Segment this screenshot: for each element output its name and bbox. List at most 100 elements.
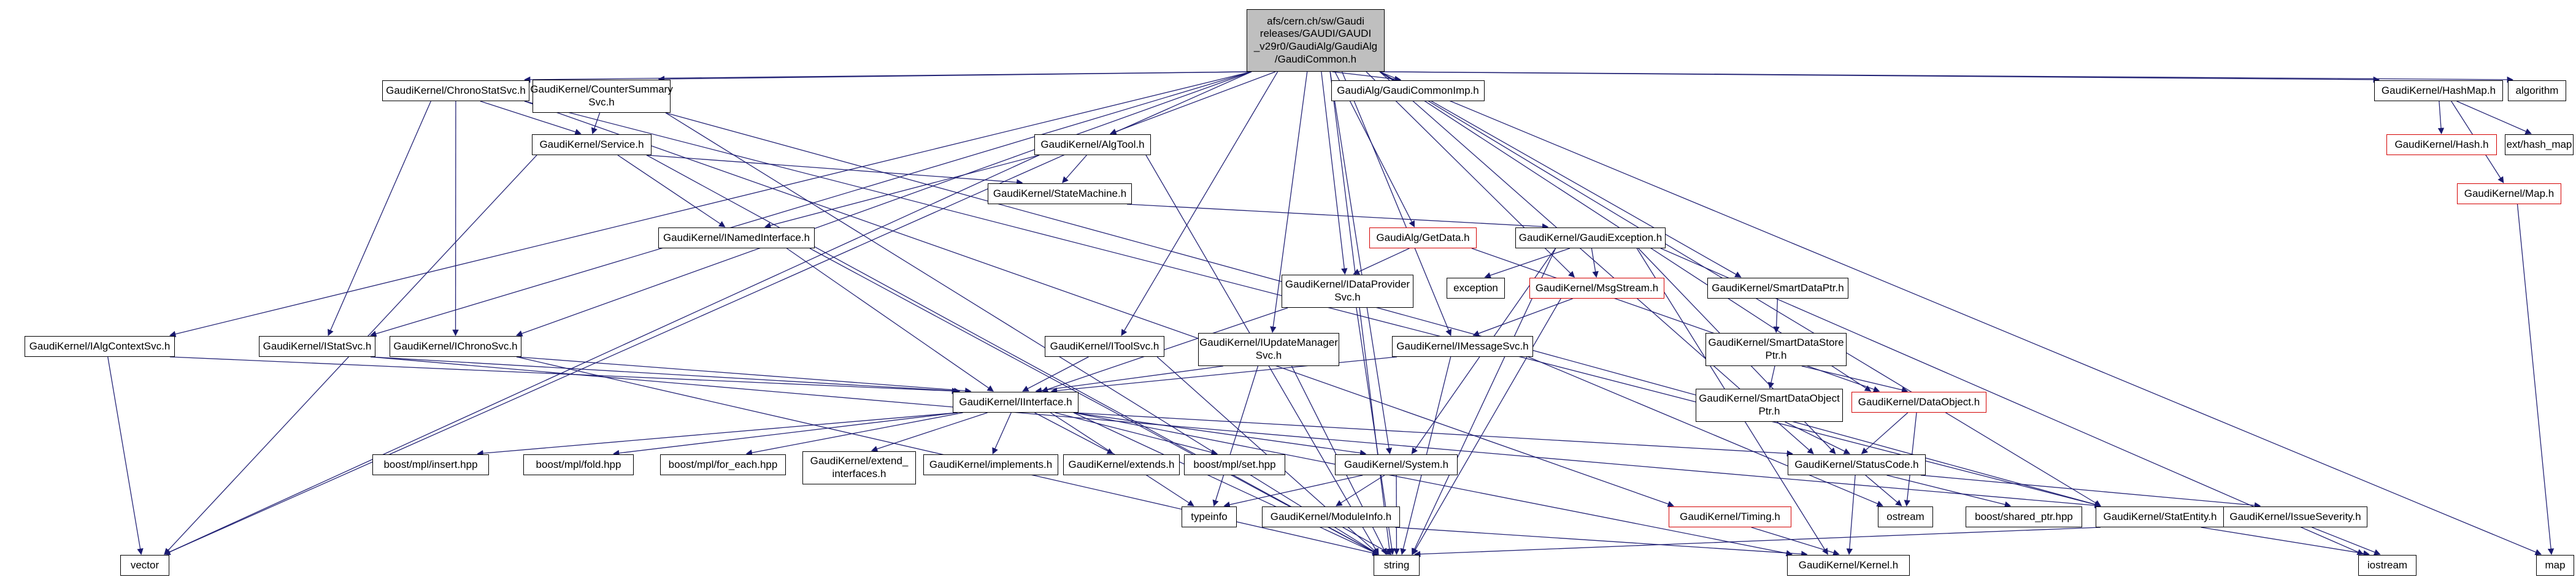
node-statentity[interactable]: GaudiKernel/StatEntity.h [2096,506,2224,527]
node-boost-shared-ptr[interactable]: boost/shared_ptr.hpp [1966,506,2082,527]
node-label: GaudiKernel/IssueSeverity.h [2229,510,2361,522]
node-mpl-fold[interactable]: boost/mpl/fold.hpp [523,454,634,475]
node-label: GaudiKernel/System.h [1344,458,1449,470]
node-label: GaudiKernel/IMessageSvc.h [1396,340,1529,352]
node-label: GaudiKernel/Kernel.h [1798,559,1899,571]
node-moduleinfo[interactable]: GaudiKernel/ModuleInfo.h [1262,506,1400,527]
node-chronostatsvc[interactable]: GaudiKernel/ChronoStatSvc.h [382,80,529,101]
node-countersummarysvc[interactable]: GaudiKernel/CounterSummary Svc.h [530,80,673,113]
node-mpl-insert[interactable]: boost/mpl/insert.hpp [372,454,489,475]
node-label: GaudiKernel/IToolSvc.h [1050,340,1159,352]
node-imessagesvc[interactable]: GaudiKernel/IMessageSvc.h [1392,336,1533,357]
node-iostream[interactable]: iostream [2358,555,2416,576]
node-label: GaudiKernel/ChronoStatSvc.h [386,84,526,96]
node-kernel[interactable]: GaudiKernel/Kernel.h [1787,555,1910,576]
node-label: GaudiKernel/IChronoSvc.h [393,340,518,352]
node-exception[interactable]: exception [1447,278,1505,299]
node-label: map [2545,559,2566,571]
node-label: boost/mpl/fold.hpp [536,458,621,470]
node-mpl-set[interactable]: boost/mpl/set.hpp [1184,454,1285,475]
node-gaudi-map[interactable]: GaudiKernel/Map.h [2457,183,2561,204]
node-label: GaudiKernel/IStatSvc.h [263,340,372,352]
node-label: GaudiAlg/GetData.h [1376,231,1470,243]
node-label: GaudiKernel/SmartDataPtr.h [1712,281,1844,294]
node-smartdataptr[interactable]: GaudiKernel/SmartDataPtr.h [1707,278,1848,299]
node-label: GaudiKernel/IAlgContextSvc.h [29,340,171,352]
node-label: GaudiKernel/AlgTool.h [1040,138,1145,150]
node-string[interactable]: string [1374,555,1420,576]
node-statemachine[interactable]: GaudiKernel/StateMachine.h [988,183,1132,204]
node-algtool[interactable]: GaudiKernel/AlgTool.h [1034,134,1151,155]
node-implements[interactable]: GaudiKernel/implements.h [923,454,1058,475]
node-itoolsvc[interactable]: GaudiKernel/IToolSvc.h [1045,336,1164,357]
node-statuscode[interactable]: GaudiKernel/StatusCode.h [1788,454,1926,475]
node-label: GaudiKernel/StatusCode.h [1794,458,1919,470]
node-label: GaudiKernel/CounterSummary Svc.h [530,83,673,108]
node-ichronosvc[interactable]: GaudiKernel/IChronoSvc.h [390,336,521,357]
node-inamedinterface[interactable]: GaudiKernel/INamedInterface.h [658,227,815,248]
node-label: GaudiKernel/extends.h [1068,458,1175,470]
node-hashmap[interactable]: GaudiKernel/HashMap.h [2374,80,2503,101]
node-label: GaudiKernel/ModuleInfo.h [1270,510,1392,522]
node-label: typeinfo [1191,510,1228,522]
node-label: iostream [2367,559,2408,571]
node-label: boost/mpl/set.hpp [1193,458,1276,470]
node-map[interactable]: map [2536,555,2574,576]
node-iupdatemanagersvc[interactable]: GaudiKernel/IUpdateManager Svc.h [1198,333,1339,366]
node-label: GaudiKernel/Service.h [539,138,644,150]
node-label: GaudiKernel/IInterface.h [959,395,1072,408]
node-label: ostream [1886,510,1924,522]
node-issueseverity[interactable]: GaudiKernel/IssueSeverity.h [2223,506,2367,527]
node-label: string [1383,559,1410,571]
node-dataobject[interactable]: GaudiKernel/DataObject.h [1851,392,1986,413]
node-extend-interfaces[interactable]: GaudiKernel/extend_ interfaces.h [802,451,916,484]
node-label: GaudiKernel/Hash.h [2394,138,2489,150]
node-typeinfo[interactable]: typeinfo [1182,506,1237,527]
node-istatsvc[interactable]: GaudiKernel/IStatSvc.h [259,336,375,357]
node-label: GaudiKernel/DataObject.h [1858,395,1980,408]
node-label: vector [130,559,160,571]
node-ext-hash-map[interactable]: ext/hash_map [2505,134,2574,155]
node-label: ext/hash_map [2506,138,2572,150]
node-label: GaudiKernel/StatEntity.h [2103,510,2217,522]
node-label: GaudiKernel/Map.h [2464,187,2555,199]
node-gaudicommonimp[interactable]: GaudiAlg/GaudiCommonImp.h [1331,80,1485,101]
node-label: algorithm [2515,84,2559,96]
node-algorithm[interactable]: algorithm [2508,80,2566,101]
node-label: GaudiKernel/SmartDataStore Ptr.h [1708,337,1844,361]
node-label: GaudiAlg/GaudiCommonImp.h [1337,84,1479,96]
node-label: GaudiKernel/SmartDataObject Ptr.h [1699,392,1840,417]
node-extends[interactable]: GaudiKernel/extends.h [1063,454,1180,475]
node-gaudicommon-root[interactable]: afs/cern.ch/sw/Gaudi releases/GAUDI/GAUD… [1247,9,1385,72]
node-vector[interactable]: vector [120,555,169,576]
node-label: boost/mpl/for_each.hpp [668,458,778,470]
node-hash[interactable]: GaudiKernel/Hash.h [2386,134,2497,155]
node-label: GaudiKernel/IUpdateManager Svc.h [1199,337,1338,361]
node-label: GaudiKernel/HashMap.h [2381,84,2496,96]
node-label: GaudiKernel/extend_ interfaces.h [810,455,909,480]
node-smartdatastoreptr[interactable]: GaudiKernel/SmartDataStore Ptr.h [1705,333,1847,366]
node-idataprovidersvc[interactable]: GaudiKernel/IDataProvider Svc.h [1282,275,1413,308]
node-ostream[interactable]: ostream [1878,506,1933,527]
node-label: boost/shared_ptr.hpp [1975,510,2073,522]
node-smartdataobjectptr[interactable]: GaudiKernel/SmartDataObject Ptr.h [1696,389,1843,422]
node-mpl-for-each[interactable]: boost/mpl/for_each.hpp [660,454,786,475]
node-getdata[interactable]: GaudiAlg/GetData.h [1369,227,1477,248]
node-label: GaudiKernel/IDataProvider Svc.h [1285,278,1410,303]
node-label: boost/mpl/insert.hpp [383,458,478,470]
node-msgstream[interactable]: GaudiKernel/MsgStream.h [1529,278,1664,299]
node-label: GaudiKernel/MsgStream.h [1535,281,1659,294]
node-label: GaudiKernel/implements.h [929,458,1053,470]
node-iinterface[interactable]: GaudiKernel/IInterface.h [953,392,1078,413]
node-label: GaudiKernel/GaudiException.h [1518,231,1663,243]
node-label: exception [1453,281,1498,294]
node-label: GaudiKernel/INamedInterface.h [663,231,810,243]
node-ialgcontextsvc[interactable]: GaudiKernel/IAlgContextSvc.h [25,336,175,357]
node-service[interactable]: GaudiKernel/Service.h [532,134,652,155]
node-label: GaudiKernel/Timing.h [1680,510,1780,522]
node-label: afs/cern.ch/sw/Gaudi releases/GAUDI/GAUD… [1253,15,1378,65]
node-gaudiexception[interactable]: GaudiKernel/GaudiException.h [1515,227,1666,248]
node-timing[interactable]: GaudiKernel/Timing.h [1669,506,1791,527]
node-system[interactable]: GaudiKernel/System.h [1335,454,1458,475]
